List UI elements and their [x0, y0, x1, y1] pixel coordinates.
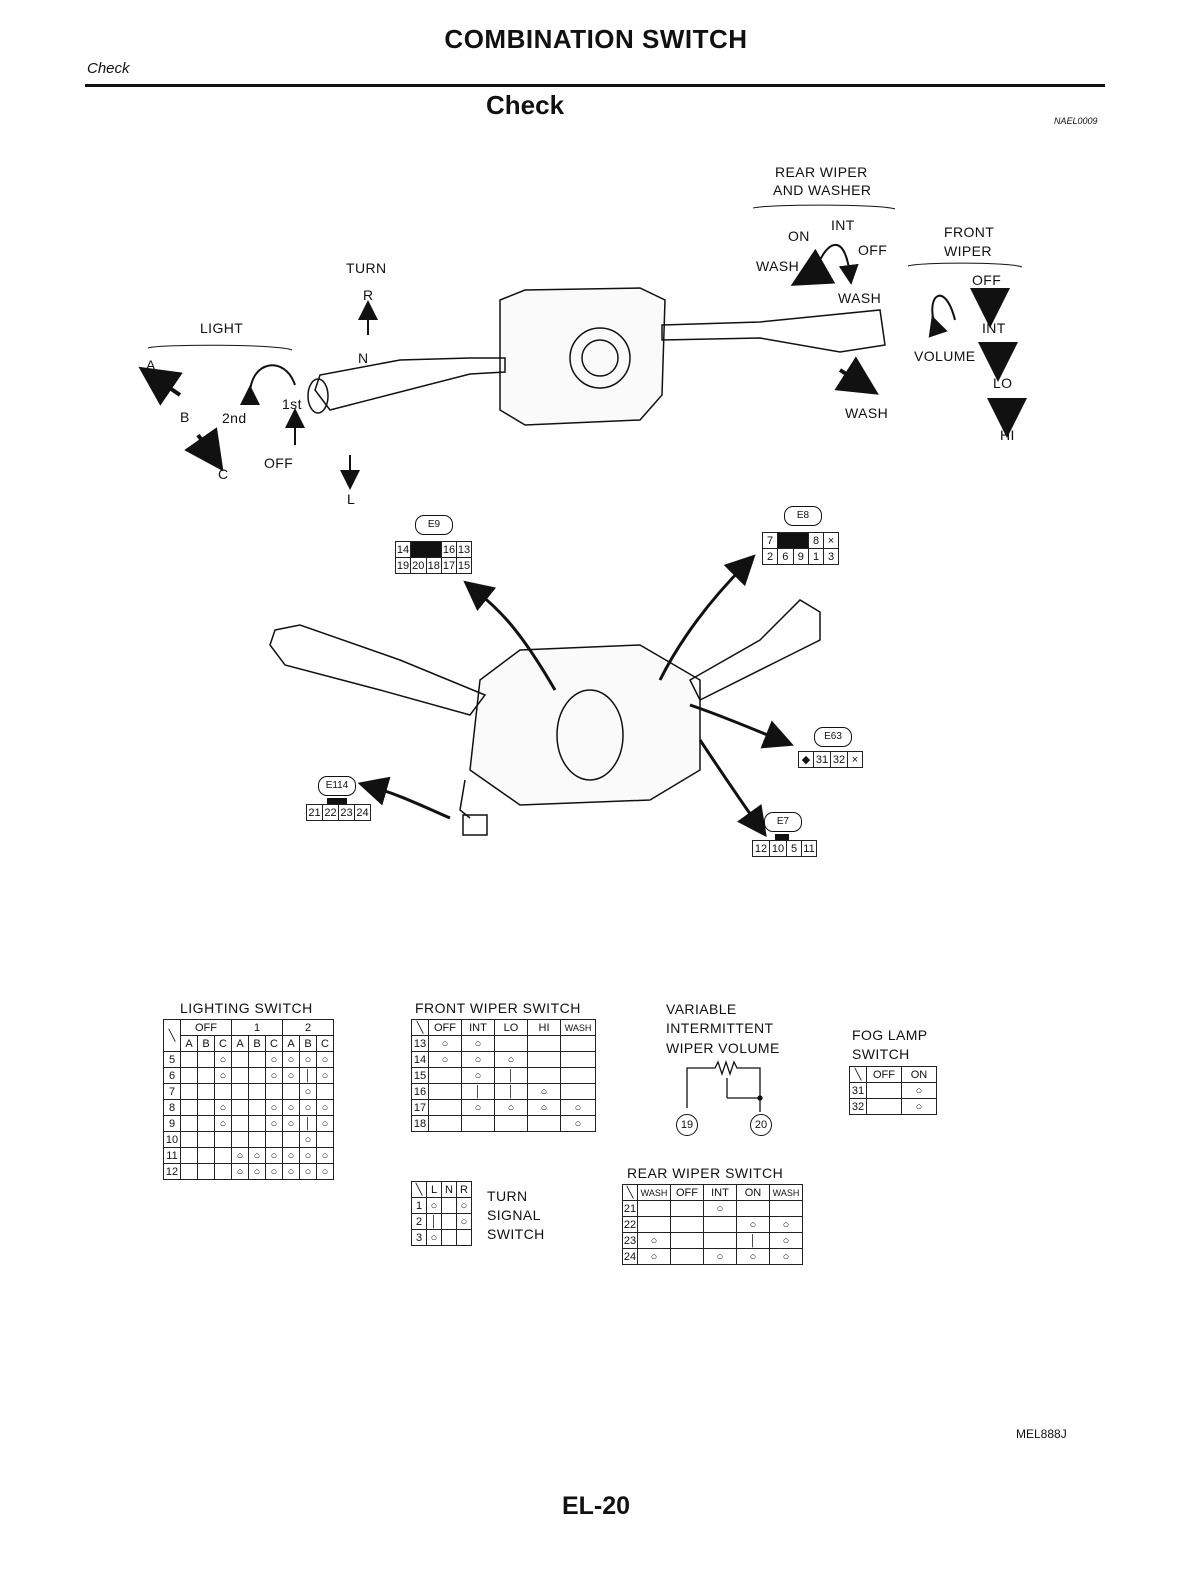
turn-signal-label-3: SWITCH	[487, 1226, 545, 1242]
light-off-label: OFF	[264, 455, 294, 471]
variable-label-1: VARIABLE	[666, 1001, 737, 1017]
variable-resistor	[686, 1059, 763, 1112]
front-int-label: INT	[982, 320, 1006, 336]
front-hi-label: HI	[1000, 427, 1015, 443]
section-title: Check	[486, 90, 565, 120]
connector-e114-tag: E114	[318, 776, 356, 796]
variable-label-3: WIPER VOLUME	[666, 1040, 780, 1056]
front-lo-label: LO	[993, 375, 1013, 391]
connector-e9-tag: E9	[415, 515, 453, 535]
switch-body-bottom	[469, 644, 701, 806]
connector-e63-tag: E63	[814, 727, 852, 747]
switch-hub-bottom	[556, 689, 624, 781]
connector-e7-tag: E7	[764, 812, 802, 832]
rear-wiper-switch-title: REAR WIPER SWITCH	[627, 1165, 784, 1181]
turn-signal-label-2: SIGNAL	[487, 1207, 541, 1223]
fog-title-2: SWITCH	[852, 1046, 910, 1062]
rear-wash-right-label: WASH	[838, 290, 882, 306]
lighting-switch-title: LIGHTING SWITCH	[180, 1000, 313, 1016]
section-code: NAEL0009	[1054, 116, 1098, 126]
wiper-lever	[661, 309, 886, 353]
page-number: EL-20	[561, 1492, 631, 1520]
rear-on-label: ON	[788, 228, 810, 244]
switch-hub	[569, 327, 631, 389]
light-label: LIGHT	[200, 320, 244, 336]
front-wiper-switch-title: FRONT WIPER SWITCH	[415, 1000, 581, 1016]
front-wiper-label2: WIPER	[944, 243, 992, 259]
light-lever	[314, 357, 506, 411]
turn-signal-label-1: TURN	[487, 1188, 528, 1204]
light-1st-label: 1st	[282, 396, 302, 412]
header-rule	[85, 84, 1105, 87]
fog-title-1: FOG LAMP	[852, 1027, 928, 1043]
turn-n-label: N	[358, 350, 369, 366]
front-wash-label: WASH	[845, 405, 889, 421]
turn-l-label: L	[347, 491, 356, 507]
terminal-20: 20	[750, 1114, 772, 1136]
variable-label-2: INTERMITTENT	[666, 1020, 774, 1036]
light-a-label: A	[146, 357, 156, 373]
lower-right-lever	[689, 599, 821, 702]
light-2nd-label: 2nd	[222, 410, 247, 426]
rear-washer-label: AND WASHER	[773, 182, 872, 198]
terminal-19: 19	[676, 1114, 698, 1136]
turn-r-label: R	[363, 287, 374, 303]
light-b-label: B	[180, 409, 190, 425]
turn-label: TURN	[346, 260, 387, 276]
front-wiper-label: FRONT	[944, 224, 995, 240]
page-title: COMBINATION SWITCH	[444, 24, 748, 54]
lower-left-lever	[269, 624, 487, 716]
front-off-label: OFF	[972, 272, 1002, 288]
page-subtitle: Check	[87, 60, 130, 77]
light-c-label: C	[218, 466, 229, 482]
rear-int-label: INT	[831, 217, 855, 233]
figure-code: MEL888J	[1016, 1427, 1067, 1441]
rear-wash-left-label: WASH	[756, 258, 800, 274]
connector-e8-tag: E8	[784, 506, 822, 526]
rear-off-label: OFF	[858, 242, 888, 258]
rear-wiper-label: REAR WIPER	[775, 164, 868, 180]
front-volume-label: VOLUME	[914, 348, 976, 364]
